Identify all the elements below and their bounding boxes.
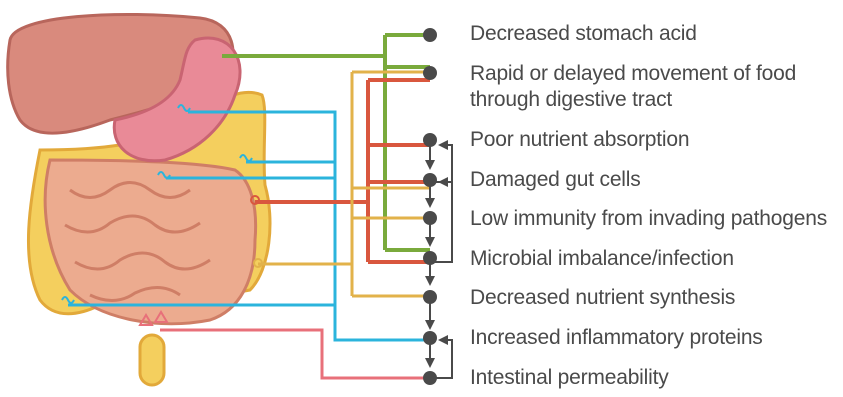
label-microbial-imbalance: Microbial imbalance/infection bbox=[470, 247, 734, 271]
node-4 bbox=[423, 173, 437, 187]
label-decreased-stomach-acid: Decreased stomach acid bbox=[470, 22, 697, 46]
node-7 bbox=[423, 290, 437, 304]
node-8 bbox=[423, 331, 437, 345]
label-decreased-nutrient-synthesis: Decreased nutrient synthesis bbox=[470, 286, 735, 310]
node-6 bbox=[423, 251, 437, 265]
label-damaged-gut-cells: Damaged gut cells bbox=[470, 168, 641, 192]
pink-connector bbox=[160, 330, 430, 378]
rectum bbox=[140, 335, 164, 385]
label-rapid-delayed-movement: Rapid or delayed movement of food bbox=[470, 62, 796, 86]
label-increased-inflammatory-proteins: Increased inflammatory proteins bbox=[470, 326, 763, 350]
node-9 bbox=[423, 371, 437, 385]
red-connector bbox=[255, 80, 430, 262]
node-2 bbox=[423, 66, 437, 80]
node-3 bbox=[423, 133, 437, 147]
label-low-immunity: Low immunity from invading pathogens bbox=[470, 207, 827, 231]
label-intestinal-permeability: Intestinal permeability bbox=[470, 366, 669, 390]
node-5 bbox=[423, 211, 437, 225]
node-1 bbox=[423, 28, 437, 42]
label-poor-nutrient-absorption: Poor nutrient absorption bbox=[470, 128, 689, 152]
label-rapid-delayed-movement-line2: through digestive tract bbox=[470, 88, 672, 112]
